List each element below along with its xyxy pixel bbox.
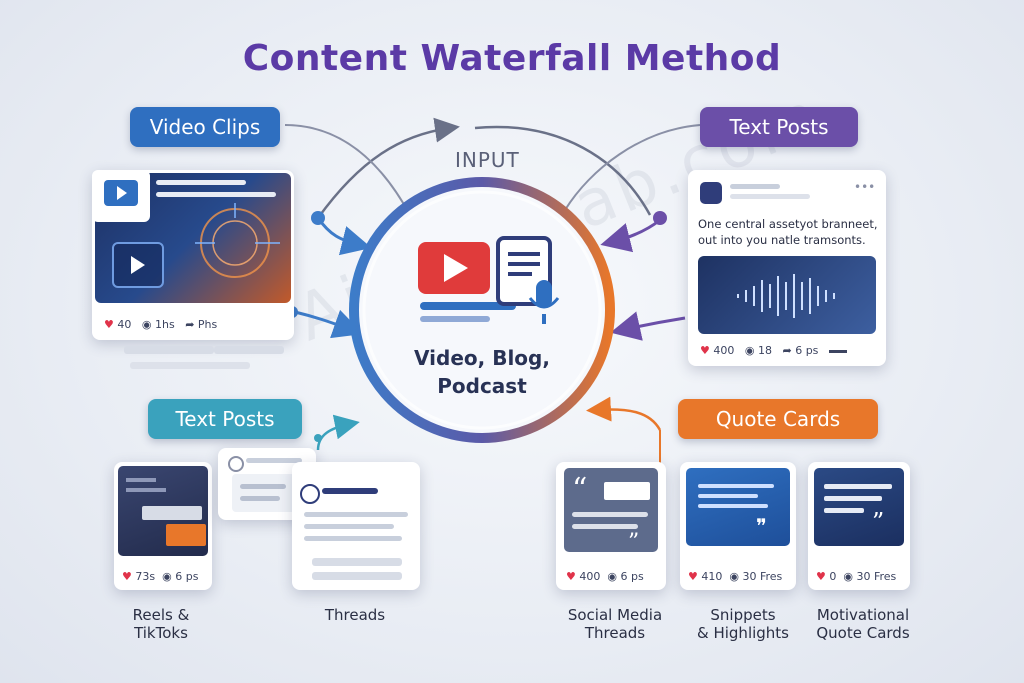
caption-reels: Reels &TikToks xyxy=(132,606,190,642)
video-stats: ♥ 40 ◉ 1hs ➦ Phs xyxy=(104,318,218,331)
quote-cards-label: Quote Cards xyxy=(678,399,878,439)
comment-icon: ◉ xyxy=(141,318,152,331)
comment-icon: ◉ xyxy=(162,570,172,583)
motivational-stats: ♥ 0 ◉ 30 Fres xyxy=(816,570,897,583)
input-label: INPUT xyxy=(455,148,520,172)
more-icon[interactable]: ••• xyxy=(854,180,876,194)
heart-icon: ♥ xyxy=(566,570,576,583)
video-badge xyxy=(92,170,150,222)
arrow-icon xyxy=(586,396,662,431)
quote-icon: ” xyxy=(872,508,885,536)
social-stats: ♥ 400 ◉ 6 ps xyxy=(566,570,644,583)
snippets-card[interactable]: ❞ ♥ 410 ◉ 30 Fres xyxy=(680,462,796,590)
video-clips-label: Video Clips xyxy=(130,107,280,147)
share-icon: ➦ xyxy=(782,344,792,357)
reels-card[interactable]: ♥ 73s ◉ 6 ps xyxy=(114,462,212,590)
text-posts-label-left: Text Posts xyxy=(148,399,302,439)
post-body: One central assetyot branneet, out into … xyxy=(698,217,878,247)
arrow-icon xyxy=(316,414,360,451)
arrow-icon xyxy=(294,309,364,339)
comment-icon: ◉ xyxy=(744,344,755,357)
microphone-icon xyxy=(528,280,560,324)
avatar xyxy=(700,182,722,204)
center-text: Video, Blog, Podcast xyxy=(392,344,572,400)
caption-threads: Threads xyxy=(324,606,386,624)
caption-snippets: Snippets& Highlights xyxy=(697,606,789,642)
heart-icon: ♥ xyxy=(688,570,698,583)
text-post-card[interactable]: ••• One central assetyot branneet, out i… xyxy=(688,170,886,366)
comment-icon: ◉ xyxy=(843,570,853,583)
comment-icon: ◉ xyxy=(607,570,617,583)
quote-icon: “ xyxy=(572,472,588,507)
audio-preview[interactable] xyxy=(698,256,876,334)
arrow-icon xyxy=(610,311,686,341)
center-icons xyxy=(418,236,560,324)
heart-icon: ♥ xyxy=(816,570,826,583)
arrow-icon xyxy=(600,218,661,253)
heart-icon: ♥ xyxy=(122,570,132,583)
thread-card-front[interactable] xyxy=(292,462,420,590)
page-title: Content Waterfall Method xyxy=(242,38,782,79)
share-icon: ➦ xyxy=(185,318,195,331)
snippets-stats: ♥ 410 ◉ 30 Fres xyxy=(688,570,783,583)
text-post-stats: ♥ 400 ◉ 18 ➦ 6 ps xyxy=(700,344,847,357)
text-posts-label-top: Text Posts xyxy=(700,107,858,147)
motivational-card[interactable]: ” ♥ 0 ◉ 30 Fres xyxy=(808,462,910,590)
arrow-icon xyxy=(284,124,411,216)
quote-icon: ” xyxy=(628,530,640,555)
center-line2: Podcast xyxy=(437,374,527,398)
snippet-preview: ❞ xyxy=(686,468,790,546)
reels-stats: ♥ 73s ◉ 6 ps xyxy=(122,570,199,583)
reels-thumbnail xyxy=(118,466,208,556)
play-icon xyxy=(418,242,490,294)
heart-icon: ♥ xyxy=(700,344,710,357)
arrow-icon xyxy=(564,124,701,211)
comment-icon: ◉ xyxy=(729,570,739,583)
waveform-icon xyxy=(737,274,835,318)
video-clip-card[interactable]: ♥ 40 ◉ 1hs ➦ Phs xyxy=(92,170,294,340)
brain-graphic xyxy=(195,203,280,278)
play-icon xyxy=(104,180,138,206)
heart-icon: ♥ xyxy=(104,318,114,331)
arrow-icon xyxy=(474,125,652,216)
arrow-icon xyxy=(316,117,460,219)
arrow-icon xyxy=(316,217,372,256)
quote-preview: “ ” xyxy=(564,468,658,555)
motivational-preview: ” xyxy=(814,468,904,546)
center-line1: Video, Blog, xyxy=(414,346,550,370)
play-button[interactable] xyxy=(112,242,164,288)
social-threads-card[interactable]: “ ” ♥ 400 ◉ 6 ps xyxy=(556,462,666,590)
quote-icon: ❞ xyxy=(756,514,767,538)
